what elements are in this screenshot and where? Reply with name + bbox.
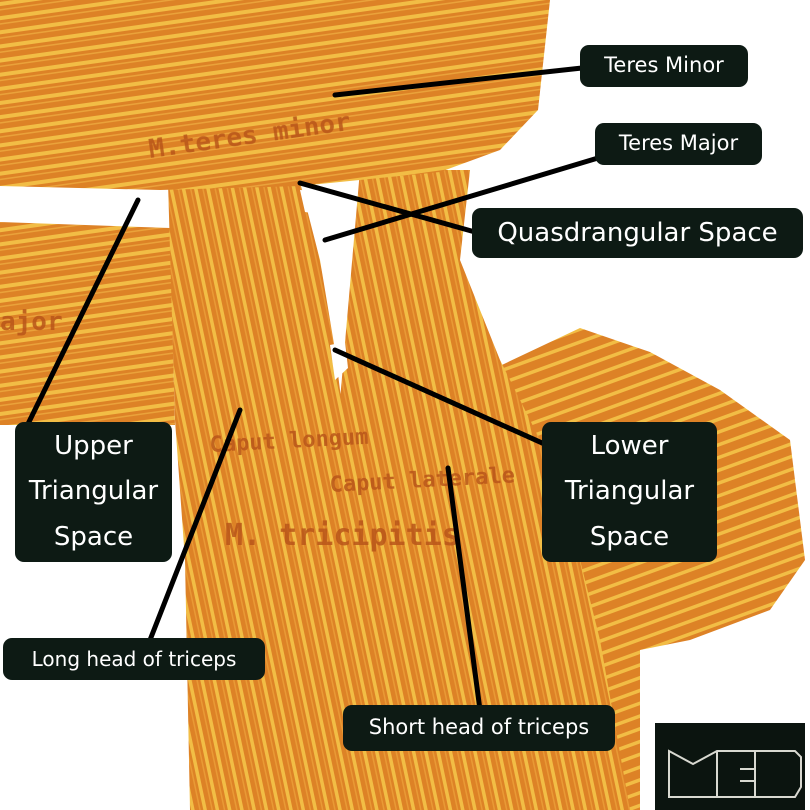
leader-line-short-head [445, 465, 483, 713]
label-lower-triangular-space: Lower Triangular Space [542, 422, 717, 562]
label-text: Upper [54, 430, 133, 461]
label-text: Lower [590, 430, 669, 461]
label-text: Long head of triceps [31, 647, 237, 671]
label-text: Quasdrangular Space [497, 217, 778, 248]
leader-line-teres-major [322, 155, 601, 243]
leader-line-teres-minor [332, 65, 585, 98]
med-logo [655, 723, 805, 810]
engraved-label: ajor [0, 307, 63, 337]
leader-line-long-head [147, 407, 243, 643]
engraved-label: M. tricipitis [225, 518, 460, 553]
space-gap [300, 190, 330, 215]
label-text: Triangular [564, 476, 695, 507]
teres-minor-muscle [0, 0, 550, 190]
teres-major-muscle [0, 222, 175, 425]
leader-lines [22, 65, 601, 713]
label-text: Space [53, 521, 134, 552]
label-teres-minor: Teres Minor [580, 45, 748, 87]
leader-line-quadrangular [297, 180, 478, 235]
label-long-head-triceps: Long head of triceps [3, 638, 265, 680]
label-text: Short head of triceps [368, 715, 590, 740]
leader-line-lower-triangular [332, 347, 583, 463]
label-quadrangular-space: Quasdrangular Space [472, 208, 803, 258]
label-upper-triangular-space: Upper Triangular Space [15, 422, 172, 562]
label-short-head-triceps: Short head of triceps [343, 705, 615, 751]
label-text: Space [589, 521, 670, 552]
leader-line-upper-triangular [22, 197, 141, 433]
label-text: Teres Minor [604, 53, 724, 78]
label-text: Triangular [28, 476, 159, 507]
med-logo-icon [668, 749, 802, 798]
label-teres-major: Teres Major [595, 123, 762, 165]
label-text: Teres Major [618, 131, 739, 156]
